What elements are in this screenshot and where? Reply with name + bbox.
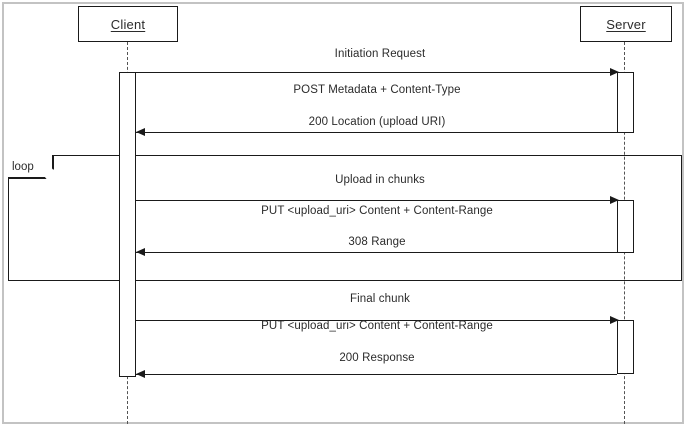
message-1-caption: Initiation Request (334, 48, 426, 60)
message-3-response-arrowhead (136, 369, 145, 378)
message-1-request-arrowhead (610, 67, 619, 76)
activation-server-1 (617, 72, 634, 133)
participant-server-label: Server (606, 16, 646, 32)
message-1-response-arrowhead (136, 127, 145, 136)
activation-server-2 (617, 200, 634, 253)
fragment-loop-tab: loop (8, 155, 54, 179)
diagram-frame (2, 2, 684, 424)
message-1-response-line (136, 132, 617, 133)
message-2-response-line (136, 252, 617, 253)
message-2-request-line (135, 200, 618, 201)
message-3-caption: Final chunk (350, 293, 410, 305)
fragment-loop (8, 155, 682, 281)
message-2-response-arrowhead (136, 247, 145, 256)
message-3-request-line (135, 320, 618, 321)
fragment-loop-label: loop (12, 160, 34, 173)
message-3-request-label: PUT <upload_uri> Content + Content-Range (261, 320, 493, 332)
message-1-request-label: POST Metadata + Content-Type (293, 84, 461, 96)
message-2-response-label: 308 Range (348, 236, 406, 248)
message-3-response-label: 200 Response (339, 352, 415, 364)
message-2-request-arrowhead (610, 195, 619, 204)
activation-client (119, 72, 136, 377)
message-2-request-label: PUT <upload_uri> Content + Content-Range (261, 205, 493, 217)
activation-server-3 (617, 320, 634, 374)
participant-client[interactable]: Client (78, 6, 178, 42)
message-1-response-label: 200 Location (upload URI) (308, 116, 446, 128)
message-3-request-arrowhead (610, 315, 619, 324)
participant-client-label: Client (110, 16, 146, 32)
participant-server[interactable]: Server (580, 6, 672, 42)
message-1-request-line (135, 72, 618, 73)
message-3-response-line (136, 374, 617, 375)
message-2-caption: Upload in chunks (335, 174, 425, 186)
